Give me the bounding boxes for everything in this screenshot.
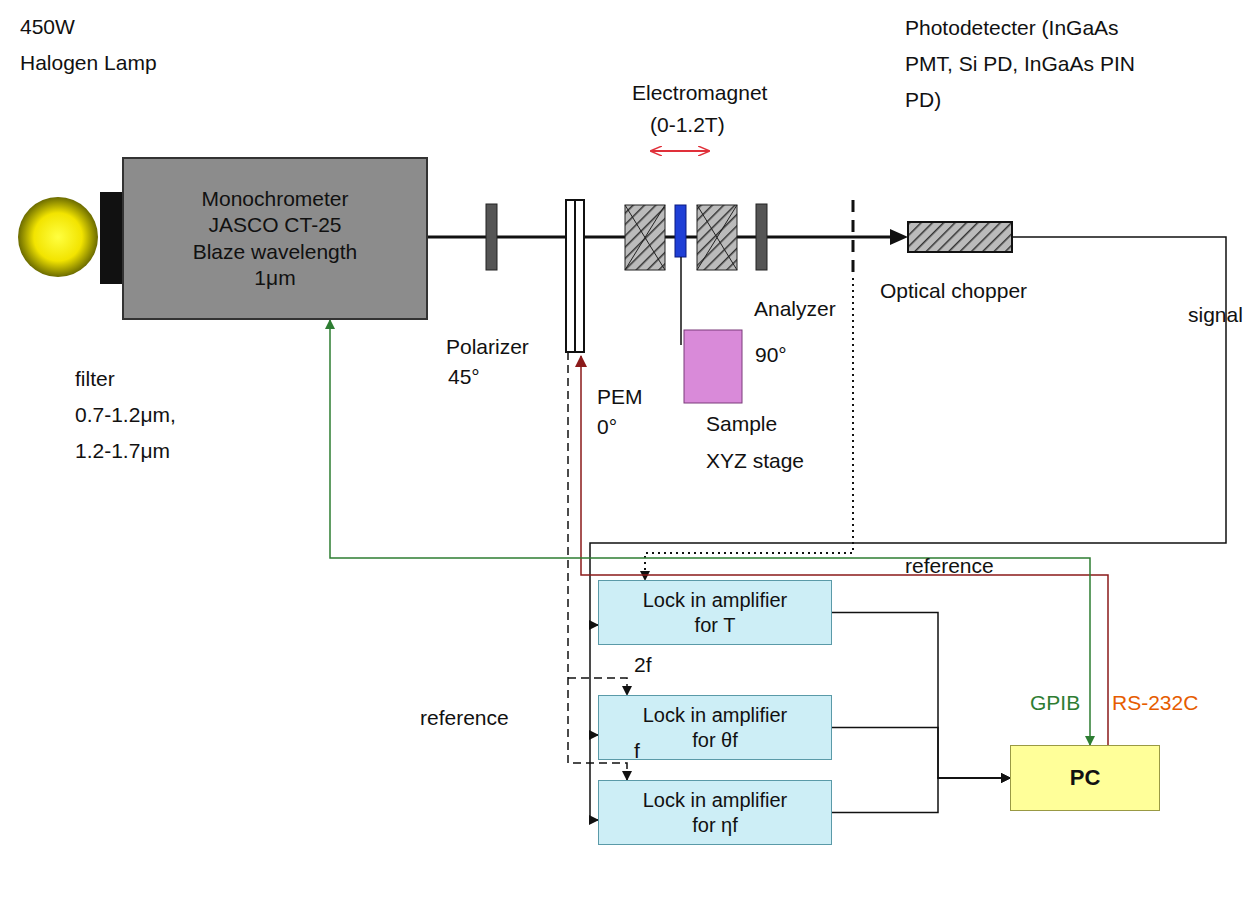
pem [566, 200, 584, 352]
chopper-reference-wire [645, 278, 853, 580]
pem-reference-2f [568, 678, 627, 695]
monochromator-box: Monochrometer JASCO CT-25 Blaze waveleng… [122, 157, 428, 320]
box-text: Lock in amplifier for ηf [629, 788, 801, 838]
label: 45° [448, 364, 480, 389]
polarizer [486, 204, 497, 270]
connector [330, 320, 1090, 745]
label: Photodetecter (InGaAs PMT, Si PD, InGaAs… [905, 10, 1155, 118]
xyz-stage [684, 330, 742, 403]
label: Analyzer [754, 296, 836, 321]
label: filter [75, 366, 115, 391]
label: XYZ stage [706, 448, 804, 473]
pole-cross [625, 205, 665, 270]
label: 450W [20, 14, 75, 39]
lockin-box: Lock in amplifier for ηf [598, 780, 832, 845]
lockin-box: Lock in amplifier for θf [598, 695, 832, 760]
label: f [634, 738, 640, 763]
label: 0° [597, 414, 617, 439]
photodetector [908, 222, 1012, 252]
sample [675, 205, 686, 257]
label: 1.2-1.7μm [75, 438, 170, 463]
label: Halogen Lamp [20, 50, 157, 75]
pole-cross [697, 205, 737, 270]
pc-box: PC [1010, 745, 1160, 811]
label: 0.7-1.2μm, [75, 402, 176, 427]
box-text: Lock in amplifier for θf [629, 703, 801, 753]
signal-wire [590, 237, 1226, 820]
pole-cross [625, 205, 665, 270]
optical-chopper [852, 200, 855, 275]
signal-branch [590, 734, 598, 736]
electromagnet-pole [697, 205, 737, 270]
box-text: Monochrometer JASCO CT-25 Blaze waveleng… [185, 186, 365, 291]
connector [832, 613, 1010, 779]
beam-arrow [890, 229, 908, 245]
halogen-lamp [18, 197, 98, 277]
box-text: PC [1070, 764, 1101, 792]
label: signal [1188, 302, 1243, 327]
label: reference [420, 705, 509, 730]
rs232c-wire [581, 356, 1108, 745]
analyzer [756, 204, 767, 270]
signal-branch [590, 819, 598, 821]
label: RS-232C [1112, 690, 1198, 715]
label: PEM [597, 384, 643, 409]
electromagnet-pole [625, 205, 665, 270]
connector [832, 728, 1010, 779]
sample-rod [680, 257, 682, 345]
label: Optical chopper [880, 278, 1027, 303]
label: GPIB [1030, 690, 1080, 715]
label: Electromagnet [632, 80, 767, 105]
pole-cross [697, 205, 737, 270]
lamp-housing [100, 192, 122, 284]
signal-branch [590, 624, 598, 626]
lockin-box: Lock in amplifier for T [598, 580, 832, 645]
label: Sample [706, 411, 777, 436]
label: 2f [634, 652, 652, 677]
label: 90° [755, 342, 787, 367]
label: Polarizer [446, 334, 529, 359]
gap-arrow [651, 150, 709, 152]
label: (0-1.2T) [650, 112, 725, 137]
connector [832, 778, 1010, 813]
label: reference [905, 553, 994, 578]
box-text: Lock in amplifier for T [629, 588, 801, 638]
pem-plate [574, 200, 576, 352]
